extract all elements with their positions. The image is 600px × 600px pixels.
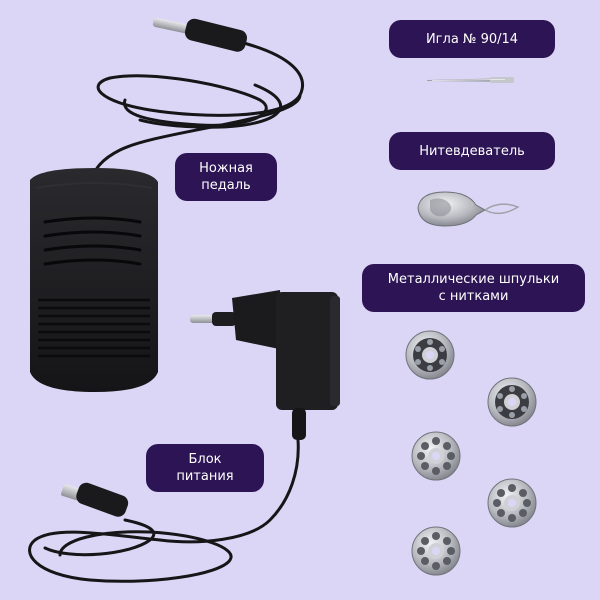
bobbin — [411, 431, 461, 481]
jack-plug — [152, 18, 248, 52]
needle-threader — [417, 191, 520, 227]
threader-label: Нитевдеватель — [389, 132, 555, 170]
sewing-needle — [427, 77, 514, 83]
bobbins — [405, 330, 537, 576]
pedal-label-line1: Ножная — [199, 161, 253, 176]
barrel-plug — [61, 482, 129, 517]
bobbin — [487, 377, 537, 427]
power-label-line2: питания — [176, 469, 234, 484]
power-cable — [28, 438, 300, 583]
pedal-label-line2: педаль — [201, 178, 251, 193]
bobbins-label: Металлические шпульки с нитками — [362, 264, 585, 312]
power-label: Блок питания — [146, 444, 264, 492]
bobbin — [487, 478, 537, 528]
foot-pedal — [30, 168, 158, 392]
bobbins-label-line2: с нитками — [438, 289, 509, 304]
needle-label-text: Игла № 90/14 — [425, 31, 519, 47]
power-adapter — [190, 290, 340, 440]
power-label-line1: Блок — [188, 452, 222, 467]
threader-label-text: Нитевдеватель — [419, 143, 525, 159]
bobbin — [405, 330, 455, 380]
pedal-label: Ножная педаль — [175, 153, 277, 201]
needle-label: Игла № 90/14 — [389, 20, 555, 58]
bobbins-label-line1: Металлические шпульки — [387, 272, 560, 287]
bobbin — [411, 526, 461, 576]
pedal-cable — [90, 40, 304, 180]
